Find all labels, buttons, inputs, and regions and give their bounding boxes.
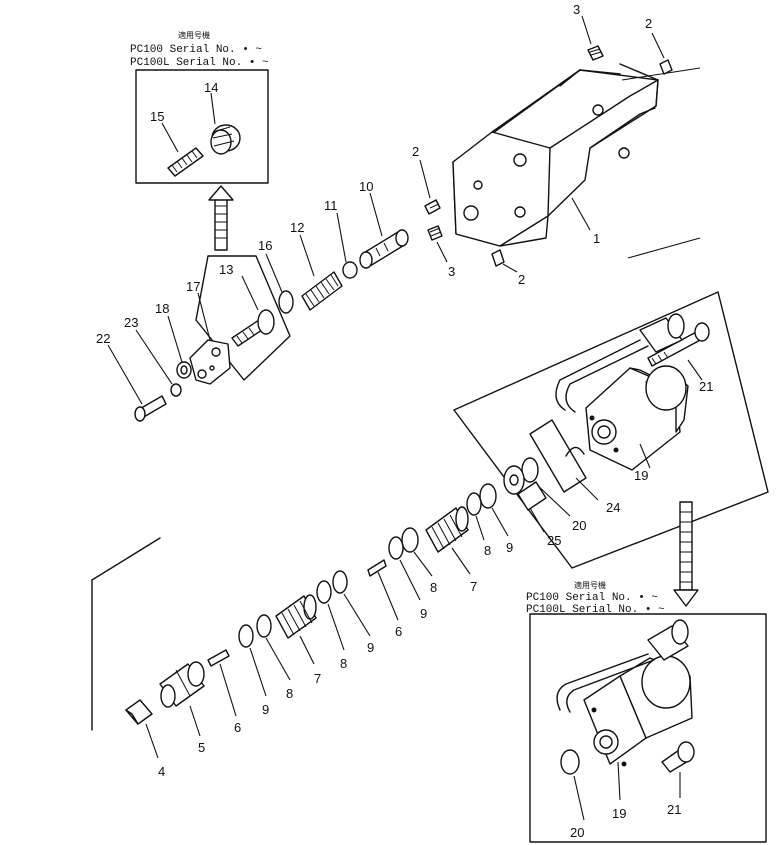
callout-5: 5 xyxy=(198,740,205,755)
callout-25: 25 xyxy=(547,533,561,548)
part-10-plug xyxy=(359,229,409,269)
callout-18: 18 xyxy=(155,301,169,316)
callout-3-mid: 3 xyxy=(448,264,455,279)
part-3-plug-mid xyxy=(427,225,443,241)
part-18-washer xyxy=(176,361,192,379)
arrow-down-to-inset xyxy=(673,501,699,607)
note-bottom-heading: 適用号機 xyxy=(574,580,606,590)
part-12-spring xyxy=(301,271,343,311)
callout-23: 23 xyxy=(124,315,138,330)
part-7-spool-b xyxy=(275,594,317,639)
part-13-plunger xyxy=(231,309,275,347)
part-22-bolt xyxy=(134,395,167,422)
bottom-inset: 適用号機 PC100 Serial No. • ~ PC100L Serial … xyxy=(526,580,767,843)
sub-frame-13-17 xyxy=(195,255,291,381)
callout-4: 4 xyxy=(158,764,165,779)
part-2-plug-mid xyxy=(424,199,441,215)
part-6-pin-a xyxy=(367,559,387,577)
solenoid-frame xyxy=(453,291,769,569)
top-inset-frame xyxy=(135,69,269,184)
callout-19-lower: 19 xyxy=(612,806,626,821)
callout-8-b: 8 xyxy=(430,580,437,595)
callout-2-mid: 2 xyxy=(412,144,419,159)
callout-12: 12 xyxy=(290,220,304,235)
callout-9-c: 9 xyxy=(367,640,374,655)
callout-21-upper: 21 xyxy=(699,379,713,394)
callout-9-d: 9 xyxy=(262,702,269,717)
part-4-plug xyxy=(125,699,153,725)
part-25-plate xyxy=(503,465,547,511)
part-1-valve-body xyxy=(452,63,701,259)
part-20-oring-lower xyxy=(560,749,580,775)
callout-1: 1 xyxy=(593,231,600,246)
callout-22: 22 xyxy=(96,331,110,346)
part-8-ring-a xyxy=(466,492,482,516)
part-8-ring-c xyxy=(316,580,332,604)
part-23-washer xyxy=(170,383,182,397)
callout-9-a: 9 xyxy=(506,540,513,555)
callout-8-d: 8 xyxy=(286,686,293,701)
note-top-heading: 適用号機 xyxy=(178,30,210,40)
callout-2-bottom: 2 xyxy=(518,272,525,287)
part-7-spool-a xyxy=(425,506,469,553)
part-8-ring-b xyxy=(401,527,419,553)
callout-10: 10 xyxy=(359,179,373,194)
callout-8-c: 8 xyxy=(340,656,347,671)
arrow-up-to-inset xyxy=(208,185,234,251)
callout-6-b: 6 xyxy=(234,720,241,735)
part-5-housing xyxy=(159,661,205,708)
part-9-ring-c xyxy=(332,570,348,594)
part-9-ring-a xyxy=(479,483,497,509)
callout-21-lower: 21 xyxy=(667,802,681,817)
callout-7-b: 7 xyxy=(314,671,321,686)
callout-15: 15 xyxy=(150,109,164,124)
part-9-ring-d-outer xyxy=(256,614,272,638)
part-11-ring xyxy=(342,261,358,279)
callout-11: 11 xyxy=(324,198,338,213)
part-15-bolt xyxy=(167,147,204,177)
callout-24: 24 xyxy=(606,500,620,515)
callout-19-upper: 19 xyxy=(634,468,648,483)
part-9-ring-b xyxy=(388,536,404,560)
part-21-bolt-lower xyxy=(661,741,695,773)
callout-20-upper: 20 xyxy=(572,518,586,533)
callout-6-a: 6 xyxy=(395,624,402,639)
part-2-plug-top xyxy=(659,59,673,75)
part-14-cap xyxy=(210,124,241,155)
part-2-plug-bottom xyxy=(491,249,505,267)
part-16-oring xyxy=(278,290,294,314)
note-bottom-line2: PC100L Serial No. • ~ xyxy=(526,604,665,616)
callout-2-top: 2 xyxy=(645,16,652,31)
part-9-ring-d xyxy=(238,624,254,648)
callout-9-b: 9 xyxy=(420,606,427,621)
callout-3-top: 3 xyxy=(573,2,580,17)
callout-14: 14 xyxy=(204,80,218,95)
callout-13: 13 xyxy=(219,262,233,277)
part-6-pin-b xyxy=(207,649,230,667)
callout-20-lower: 20 xyxy=(570,825,584,840)
part-21-bolt-upper xyxy=(647,322,710,367)
part-24-gasket xyxy=(529,419,587,493)
bottom-inset-frame xyxy=(529,613,767,843)
part-3-plug-top xyxy=(587,45,604,61)
callout-16: 16 xyxy=(258,238,272,253)
note-bottom-line1: PC100 Serial No. • ~ xyxy=(526,592,658,604)
callout-17: 17 xyxy=(186,279,200,294)
part-19-solenoid-lower xyxy=(556,619,693,767)
part-17-bracket xyxy=(189,339,231,385)
part-19-solenoid-upper xyxy=(555,313,689,471)
part-20-oring-upper xyxy=(521,457,539,483)
note-top-line2: PC100L Serial No. • ~ xyxy=(130,57,269,69)
top-inset: 適用号機 PC100 Serial No. • ~ PC100L Serial … xyxy=(130,30,269,184)
lower-frame-lines xyxy=(91,537,161,731)
callout-7-a: 7 xyxy=(470,579,477,594)
note-top-line1: PC100 Serial No. • ~ xyxy=(130,44,262,56)
callout-8-a: 8 xyxy=(484,543,491,558)
